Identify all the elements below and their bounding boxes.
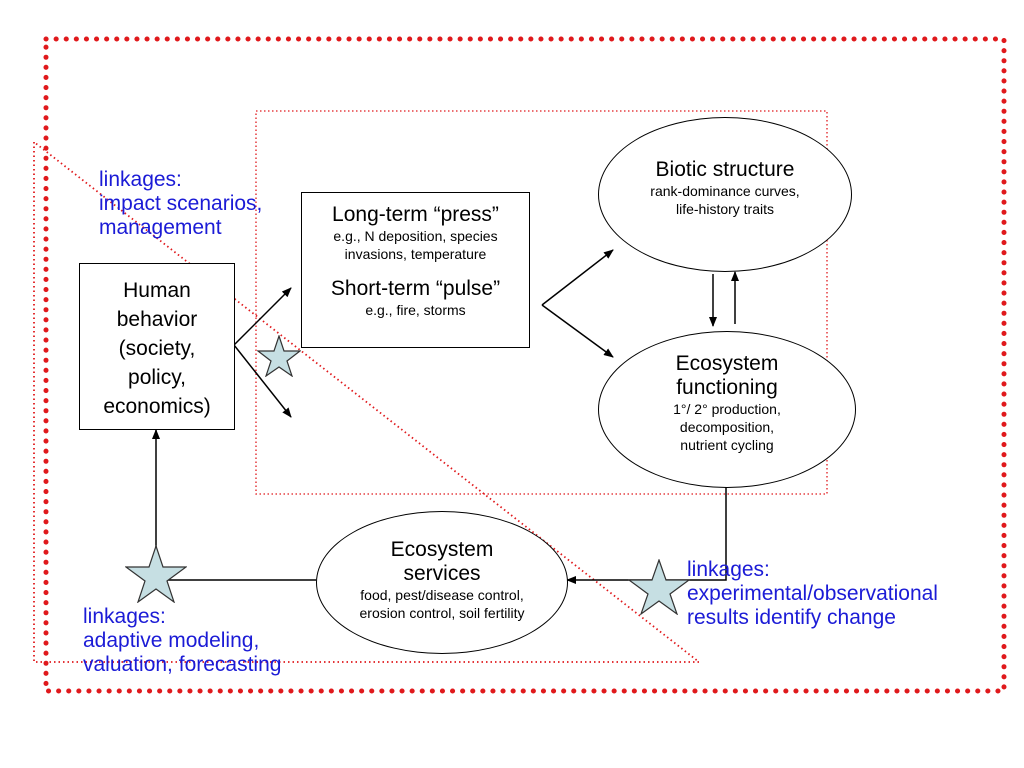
linkage-line: linkages: xyxy=(99,168,182,191)
functioning-title: functioning xyxy=(676,376,778,399)
linkage-line: valuation, forecasting xyxy=(83,653,282,676)
human-behavior-line: behavior xyxy=(116,308,198,331)
services-title: Ecosystem xyxy=(390,538,494,561)
arrow-press-to-biotic xyxy=(541,249,614,306)
diagonal-dotted-triangle xyxy=(33,141,702,663)
functioning-detail: 1°/ 2° production, xyxy=(673,401,781,417)
star-icon xyxy=(628,559,690,615)
press-title: Long-term “press” xyxy=(332,203,499,226)
linkages-impact-label: linkages: impact scenarios, management xyxy=(99,168,262,240)
arrow-human-to-press xyxy=(233,287,292,346)
biotic-structure-ellipse: Biotic structure rank-dominance curves, … xyxy=(598,117,852,272)
ecosystem-functioning-ellipse: Ecosystem functioning 1°/ 2° production,… xyxy=(598,331,856,488)
functioning-detail: decomposition, xyxy=(679,419,775,435)
pulse-detail: e.g., fire, storms xyxy=(365,302,466,318)
services-detail: food, pest/disease control, xyxy=(360,587,524,603)
linkage-line: results identify change xyxy=(687,606,896,629)
inner-dotted-border xyxy=(255,110,828,495)
press-detail: invasions, temperature xyxy=(344,246,487,262)
human-behavior-line: economics) xyxy=(103,395,211,418)
linkages-experimental-label: linkages: experimental/observational res… xyxy=(687,558,938,630)
linkage-line: experimental/observational xyxy=(687,582,938,605)
biotic-structure-detail: rank-dominance curves, xyxy=(650,183,800,199)
human-behavior-line: Human xyxy=(123,279,191,302)
linkage-line: adaptive modeling, xyxy=(83,629,260,652)
human-behavior-line: (society, xyxy=(118,337,196,360)
linkage-line: impact scenarios, xyxy=(99,192,263,215)
ecosystem-services-ellipse: Ecosystem services food, pest/disease co… xyxy=(316,511,568,654)
star-icon xyxy=(125,545,187,603)
services-detail: erosion control, soil fertility xyxy=(359,605,525,621)
linkage-line: management xyxy=(99,216,222,239)
pulse-title: Short-term “pulse” xyxy=(330,277,501,300)
services-title: services xyxy=(403,562,481,585)
human-behavior-line: policy, xyxy=(128,366,186,389)
biotic-structure-detail: life-history traits xyxy=(675,201,775,217)
arrow-functioning-to-services xyxy=(566,486,727,584)
functioning-title: Ecosystem xyxy=(675,352,779,375)
biotic-structure-title: Biotic structure xyxy=(655,158,795,181)
linkage-line: linkages: xyxy=(83,605,166,628)
linkages-adaptive-label: linkages: adaptive modeling, valuation, … xyxy=(83,605,281,677)
press-detail: e.g., N deposition, species xyxy=(333,228,498,244)
linkage-line: linkages: xyxy=(687,558,770,581)
arrow-press-to-functioning xyxy=(541,304,614,358)
star-icon xyxy=(257,335,301,377)
human-behavior-box: Human behavior (society, policy, economi… xyxy=(79,263,235,430)
functioning-detail: nutrient cycling xyxy=(680,437,774,453)
arrow-human-to-pulse xyxy=(233,344,292,418)
outer-dotted-border xyxy=(43,36,1007,694)
press-pulse-box: Long-term “press” e.g., N deposition, sp… xyxy=(301,192,530,348)
